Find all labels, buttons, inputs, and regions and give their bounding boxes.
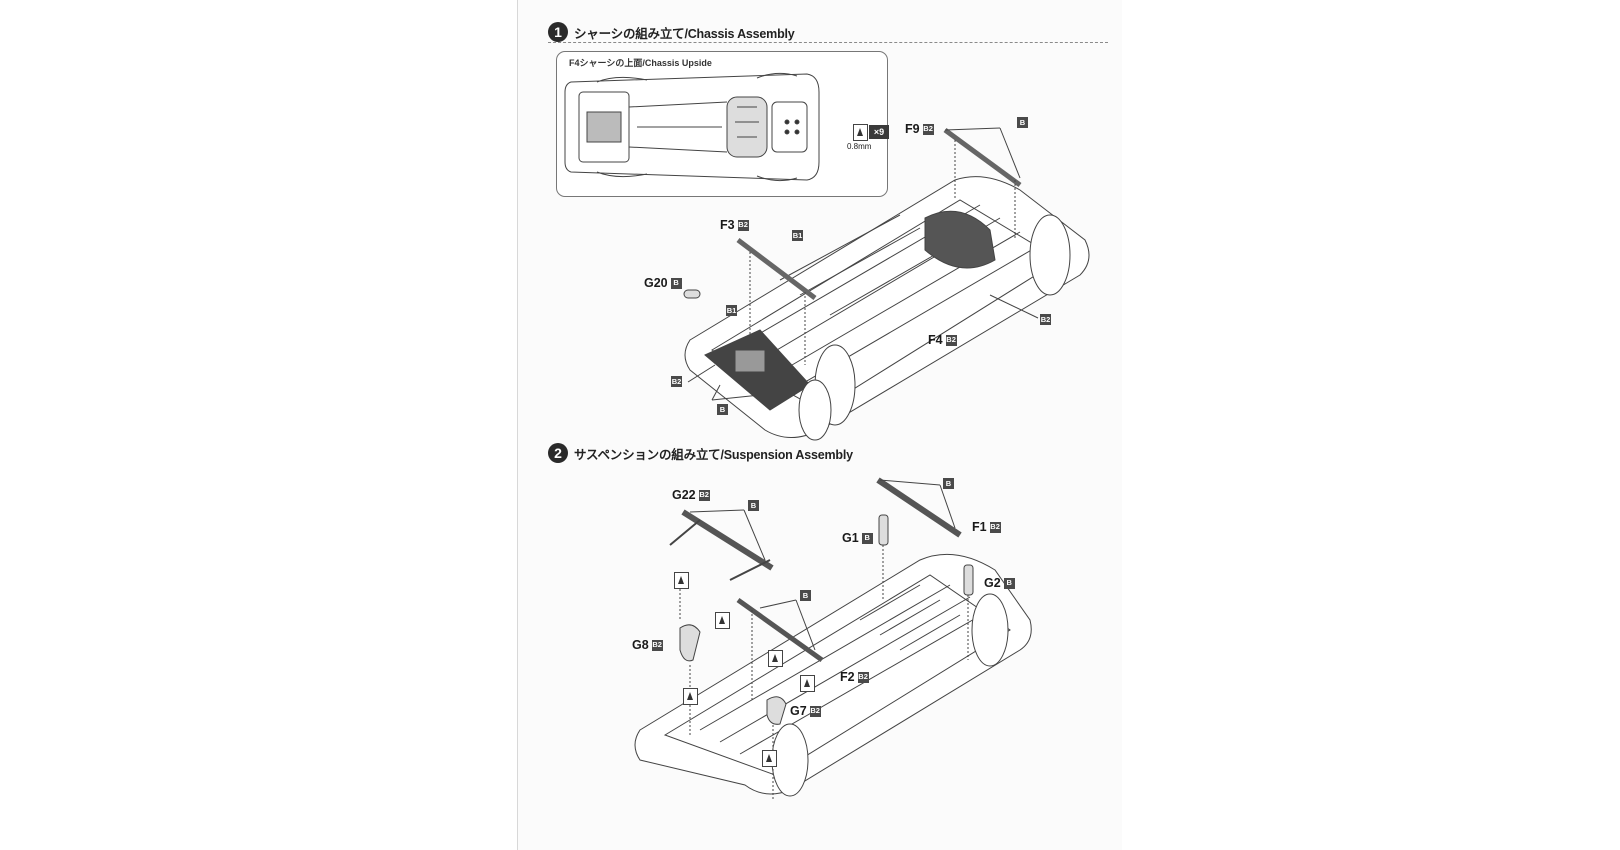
part-g2-label: G2: [984, 576, 1001, 590]
step-2-number: 2: [548, 443, 568, 463]
part-g7: G7 B2: [790, 704, 821, 718]
screw-icon-g8: [683, 688, 698, 705]
part-f1-tag: B2: [989, 521, 1001, 533]
part-f1: F1 B2: [972, 520, 1001, 534]
screw-icon-f2-lower: [768, 650, 783, 667]
part-g2-tag: B: [1003, 577, 1015, 589]
tag-b-f1: B: [943, 478, 954, 489]
screw-icon-g22: [674, 572, 689, 589]
step-1-number: 1: [548, 22, 568, 42]
part-g8-label: G8: [632, 638, 649, 652]
part-g22-label: G22: [672, 488, 696, 502]
part-g20: G20 B: [644, 276, 682, 290]
screw-quantity: ×9: [869, 125, 889, 139]
part-g2: G2 B: [984, 576, 1015, 590]
part-f2-tag: B2: [857, 671, 869, 683]
part-f9: F9 B2: [905, 122, 934, 136]
part-f1-label: F1: [972, 520, 987, 534]
part-f4-label: F4: [928, 333, 943, 347]
step-2-title: サスペンションの組み立て/Suspension Assembly: [574, 447, 853, 462]
screw-size: 0.8mm: [847, 142, 872, 151]
screw-icon-g7: [800, 675, 815, 692]
part-g20-tag: B: [670, 277, 682, 289]
step-2-header: 2 サスペンションの組み立て/Suspension Assembly: [548, 443, 853, 463]
tag-b2-rear: B2: [1040, 314, 1051, 325]
part-f3: F3 B2: [720, 218, 749, 232]
part-g7-label: G7: [790, 704, 807, 718]
inset-title: F4シャーシの上面/Chassis Upside: [569, 58, 712, 68]
part-g1-label: G1: [842, 531, 859, 545]
tag-b-f2: B: [800, 590, 811, 601]
part-f3-label: F3: [720, 218, 735, 232]
part-f9-tag: B2: [922, 123, 934, 135]
tag-b-front: B: [717, 404, 728, 415]
part-g22: G22 B2: [672, 488, 710, 502]
screw-icon: [853, 124, 868, 141]
tag-b-g22: B: [748, 500, 759, 511]
part-g1: G1 B: [842, 531, 873, 545]
screw-icon-g7-lower: [762, 750, 777, 767]
part-f2-label: F2: [840, 670, 855, 684]
part-f2: F2 B2: [840, 670, 869, 684]
chassis-upside-drawing: [564, 72, 820, 182]
step-1-divider: [548, 42, 1108, 43]
tag-b2-front: B2: [671, 376, 682, 387]
part-g1-tag: B: [861, 532, 873, 544]
part-f9-label: F9: [905, 122, 920, 136]
part-g22-tag: B2: [698, 489, 710, 501]
step-1-title: シャーシの組み立て/Chassis Assembly: [574, 26, 795, 41]
tag-b-f9: B: [1017, 117, 1028, 128]
part-f3-tag: B2: [737, 219, 749, 231]
screw-icon-f2: [715, 612, 730, 629]
part-g7-tag: B2: [809, 705, 821, 717]
step-1-header: 1 シャーシの組み立て/Chassis Assembly: [548, 22, 795, 42]
part-f4: F4 B2: [928, 333, 957, 347]
tag-b1-upper: B1: [792, 230, 803, 241]
part-g8: G8 B2: [632, 638, 663, 652]
part-g8-tag: B2: [651, 639, 663, 651]
tag-b1-lower: B1: [726, 305, 737, 316]
part-g20-label: G20: [644, 276, 668, 290]
part-f4-tag: B2: [945, 334, 957, 346]
chassis-upside-inset: F4シャーシの上面/Chassis Upside: [556, 51, 888, 197]
